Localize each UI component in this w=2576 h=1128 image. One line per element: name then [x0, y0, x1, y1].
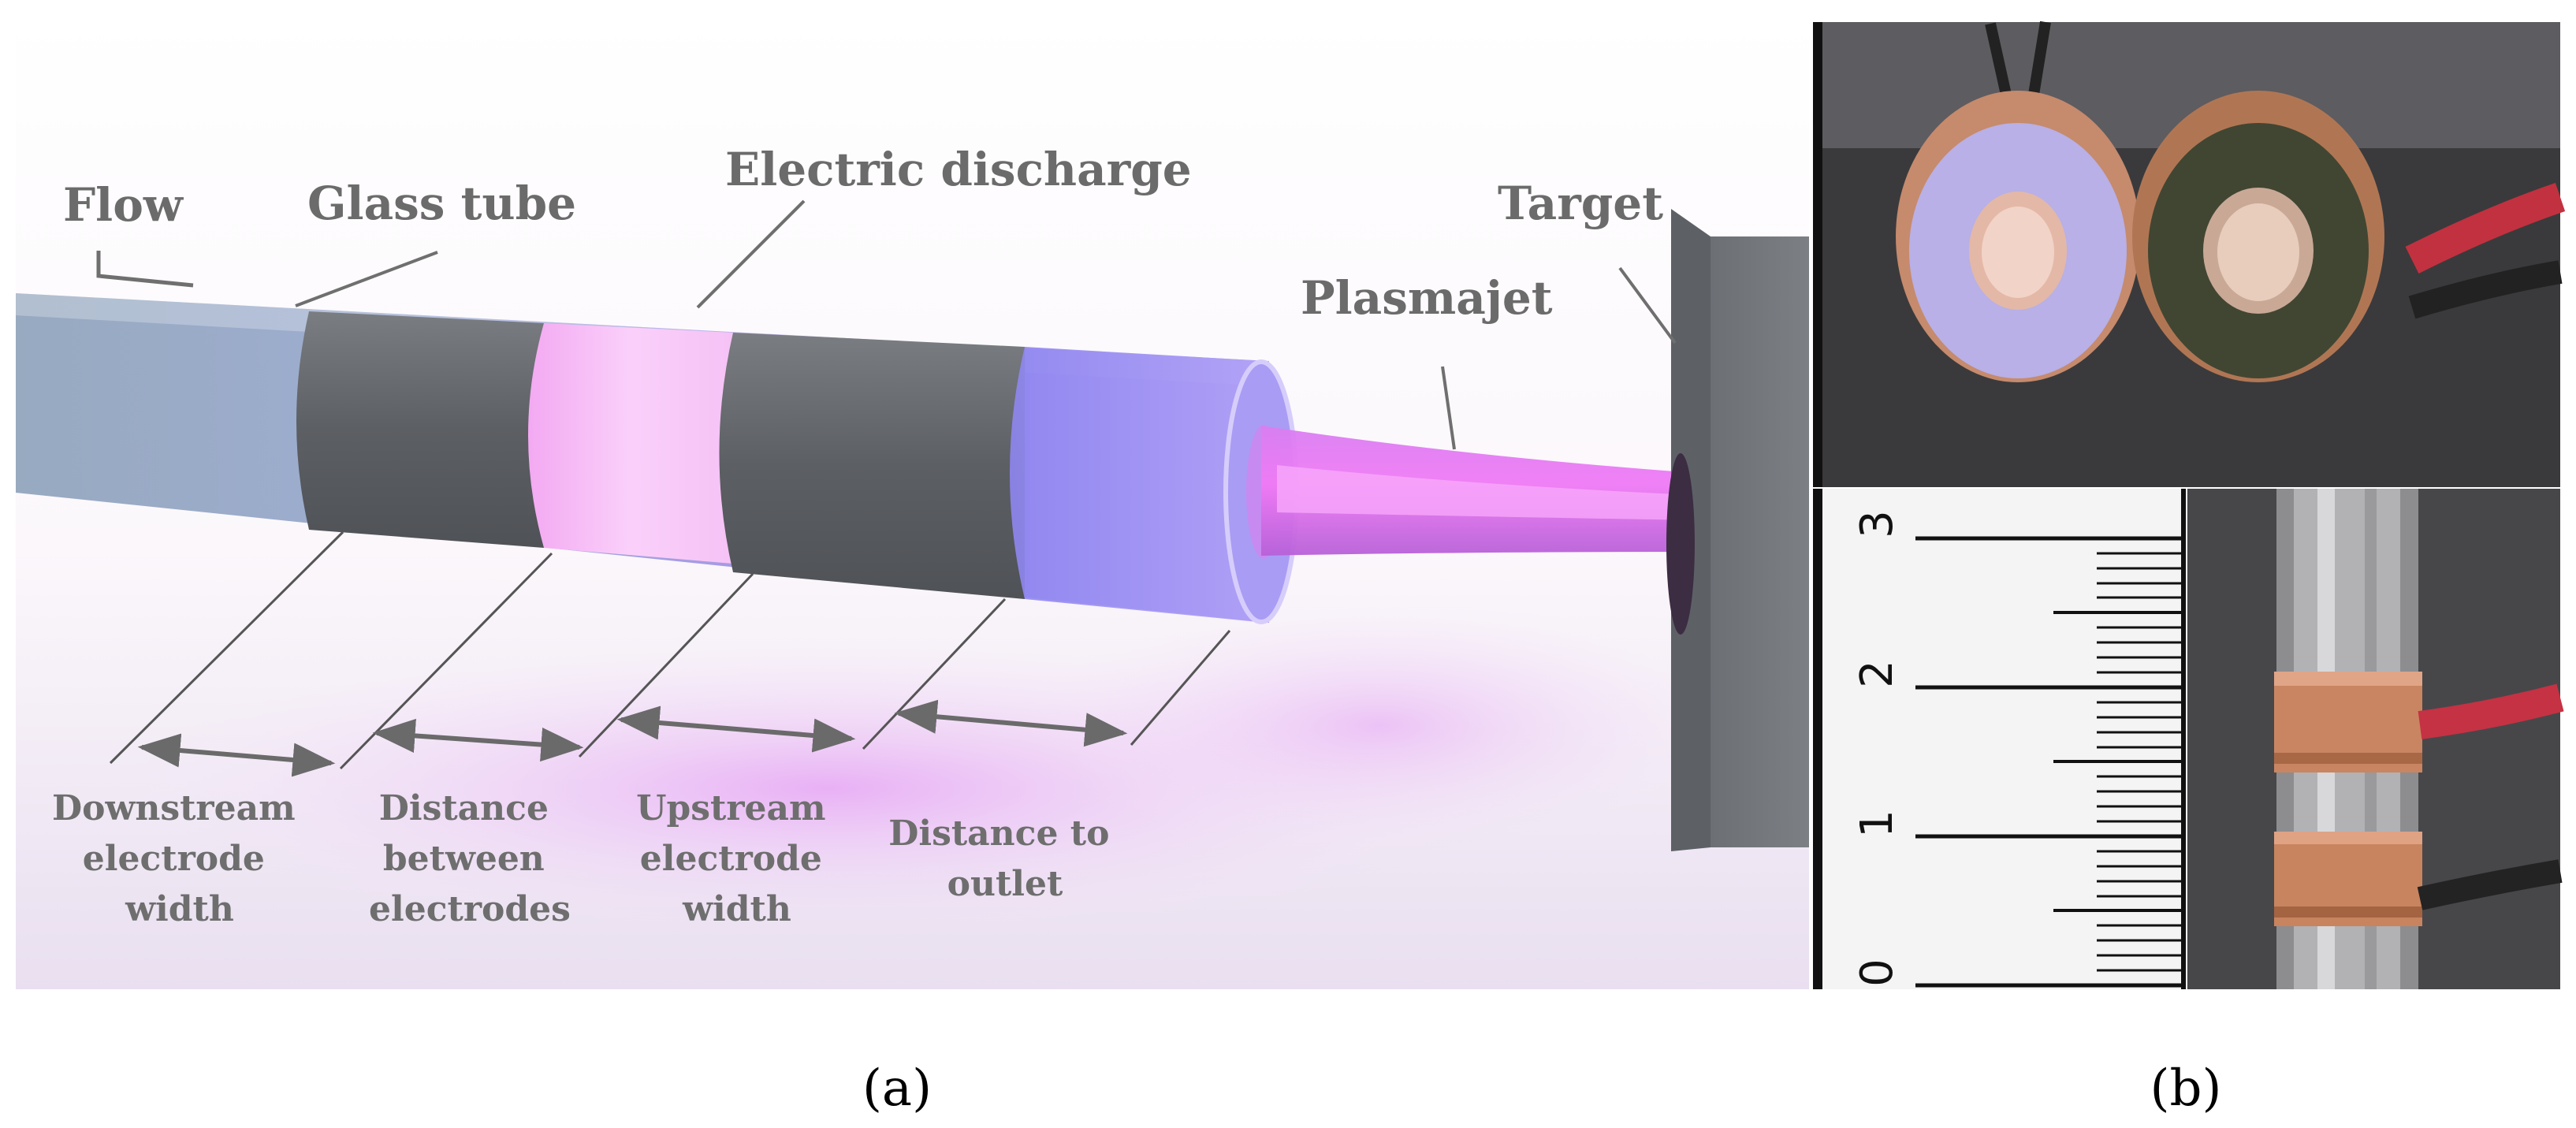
floor-glow-right — [1025, 599, 1734, 851]
label-distance-to-outlet: Distance to outlet — [888, 813, 1122, 904]
label-flow: Flow — [63, 178, 184, 232]
label-plasmajet: Plasmajet — [1301, 271, 1553, 325]
caption-a: (a) — [862, 1059, 932, 1118]
extension-line-5 — [1130, 630, 1231, 746]
flow-arrow — [96, 251, 194, 288]
electric-discharge-region — [528, 323, 733, 564]
dim-arrow-upstream-width — [616, 705, 856, 753]
dim-arrow-distance-between — [372, 718, 584, 762]
tube-outlet — [1010, 347, 1279, 623]
plasmajet-leader — [1441, 366, 1456, 450]
target-leader — [1618, 266, 1677, 344]
caption-b: (b) — [2150, 1059, 2222, 1118]
target-impact-spot — [1666, 453, 1695, 635]
label-glass-tube: Glass tube — [307, 177, 576, 230]
extension-line-4 — [862, 598, 1007, 750]
dim-arrow-downstream-width — [137, 733, 336, 777]
ruler-number-2: 2 — [1852, 660, 1903, 688]
label-distance-between-electrodes: Distance between electrodes — [369, 788, 571, 929]
ruler-number-1: 1 — [1852, 810, 1903, 838]
photo-electrode-ends — [1813, 20, 2566, 487]
plasma-jet-core — [1277, 465, 1695, 520]
label-target: Target — [1498, 177, 1663, 230]
label-electric-discharge: Electric discharge — [725, 143, 1192, 196]
photo-tube-electrodes — [2187, 489, 2564, 989]
upstream-electrode — [719, 333, 1025, 599]
panel-a: Flow Glass tube Electric discharge Targe… — [16, 16, 1809, 1118]
electric-discharge-leader — [696, 199, 806, 309]
ruler-number-0: 0 — [1852, 959, 1903, 987]
label-downstream-electrode-width: Downstream electrode width — [52, 788, 307, 929]
photo-ruler: 3 2 1 0 — [1813, 489, 2187, 989]
label-upstream-electrode-width: Upstream electrode width — [636, 788, 838, 929]
panel-b: 3 2 1 0 (b) — [1813, 20, 2566, 1118]
downstream-electrode — [296, 311, 544, 548]
extension-line-1 — [109, 530, 344, 765]
extension-line-3 — [578, 572, 754, 758]
target-side — [1711, 236, 1809, 847]
ruler-number-3: 3 — [1852, 510, 1903, 538]
dim-arrow-distance-outlet — [894, 699, 1128, 747]
glass-tube-leader — [295, 251, 438, 307]
